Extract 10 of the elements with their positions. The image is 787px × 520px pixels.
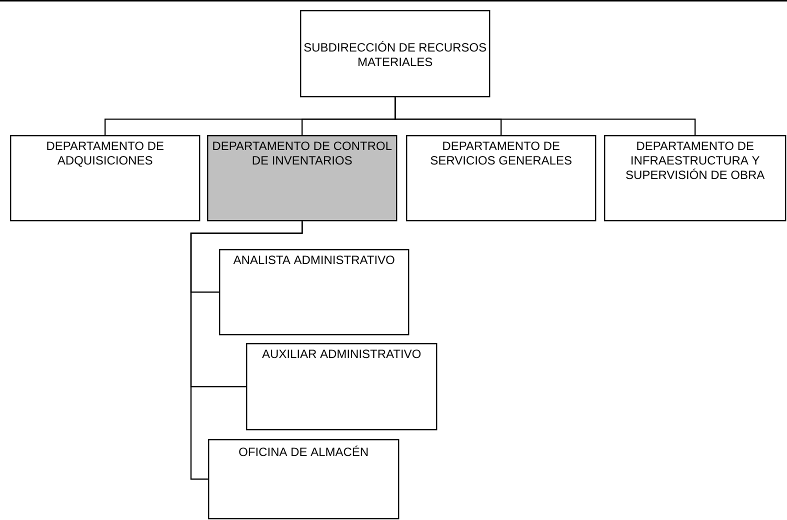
org-box: DEPARTAMENTO DE CONTROL DE INVENTARIOS — [207, 135, 398, 222]
org-box: DEPARTAMENTO DE ADQUISICIONES — [10, 135, 200, 222]
connector-line — [394, 97, 696, 135]
connector-line — [190, 221, 303, 480]
org-box: DEPARTAMENTO DE INFRAESTRUCTURA Y SUPERVISIÓN DE OBRA — [604, 135, 786, 222]
org-box: AUXILIAR ADMINISTRATIVO — [246, 343, 438, 430]
org-box: SUBDIRECCIÓN DE RECURSOS MATERIALES — [300, 10, 490, 98]
org-box: ANALISTA ADMINISTRATIVO — [219, 249, 410, 336]
org-box: DEPARTAMENTO DE SERVICIOS GENERALES — [406, 135, 596, 222]
org-box: OFICINA DE ALMACÉN — [208, 439, 400, 520]
